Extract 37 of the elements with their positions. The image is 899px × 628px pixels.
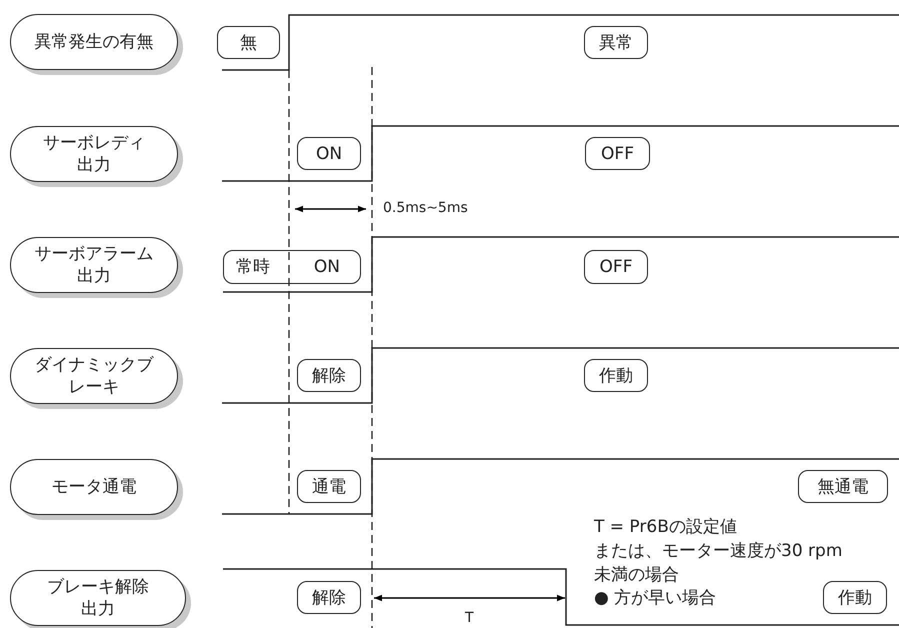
state-label: 作動 [599, 364, 633, 386]
state-pill [584, 359, 648, 392]
signal-name: サーボアラーム出力 [33, 243, 154, 287]
dimension-label: 0.5ms~5ms [383, 200, 468, 216]
note-text: ● 方が早い場合 [594, 587, 716, 610]
state-label: 異常 [599, 32, 633, 54]
state-label: 常時 [236, 256, 270, 278]
state-pill [297, 137, 361, 170]
note-text: または、モーター速度が30 rpm [594, 540, 842, 563]
state-pill [297, 359, 361, 392]
state-label: 解除 [312, 364, 346, 386]
state-pill [823, 581, 887, 614]
signal-name: サーボレディ出力 [42, 132, 146, 176]
state-pill [584, 26, 648, 59]
note-text: T = Pr6Bの設定値 [594, 516, 737, 539]
state-label: 通電 [312, 476, 346, 498]
state-pill [223, 250, 361, 284]
dimension-label: T [465, 610, 474, 626]
signal-name: ダイナミックブレーキ [33, 354, 155, 398]
signal-name: モータ通電 [52, 476, 136, 498]
state-label: ON [316, 142, 342, 164]
state-label: ON [314, 256, 340, 278]
state-pill [297, 581, 361, 614]
signal-name: ブレーキ解除出力 [46, 576, 150, 620]
state-pill [217, 26, 280, 59]
state-pill [297, 470, 361, 503]
state-label: OFF [601, 142, 634, 164]
note-text: 未満の場合 [594, 564, 679, 587]
state-pill [584, 250, 648, 284]
state-label: 無 [240, 32, 257, 54]
signal-name: 異常発生の有無 [34, 31, 154, 53]
state-label: OFF [600, 256, 632, 278]
state-pill [798, 470, 888, 503]
state-label: 解除 [312, 586, 346, 608]
state-label: 無通電 [818, 476, 868, 498]
state-label: 作動 [838, 586, 872, 608]
state-pill [585, 137, 650, 170]
